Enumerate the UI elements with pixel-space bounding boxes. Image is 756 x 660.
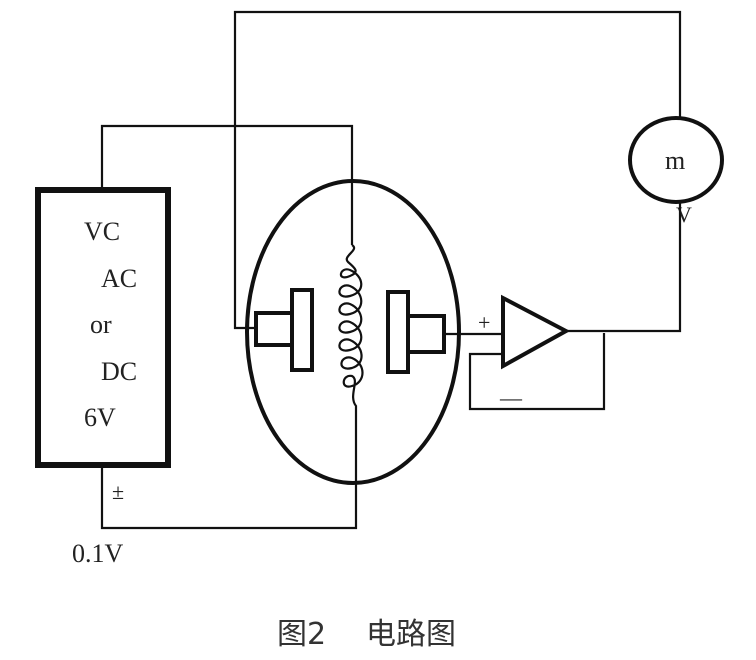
source-label-ac: AC bbox=[101, 264, 137, 293]
source-label-or: or bbox=[90, 310, 112, 339]
top-source-wire bbox=[100, 124, 354, 245]
plus-minus-symbol: ± bbox=[112, 479, 124, 504]
source-label-6v: 6V bbox=[84, 403, 116, 432]
bottom-source-wire bbox=[100, 425, 358, 530]
amplifier-minus-symbol: — bbox=[499, 385, 523, 410]
figure-number: 图2 bbox=[277, 617, 326, 652]
amplifier-feedback-wire bbox=[468, 333, 606, 411]
source-label-dc: DC bbox=[101, 357, 137, 386]
voltmeter-circle bbox=[628, 116, 724, 204]
figure-title: 电路图 bbox=[366, 617, 456, 652]
voltmeter-label: m bbox=[665, 146, 685, 175]
amplifier-plus-symbol: + bbox=[478, 310, 490, 335]
meter-return-wire bbox=[233, 10, 682, 330]
small-voltage-label: 0.1V bbox=[72, 539, 124, 568]
right-electrode-plate bbox=[386, 290, 410, 374]
left-electrode-stub bbox=[254, 311, 294, 347]
right-electrode-stub bbox=[406, 314, 446, 354]
oval-chamber bbox=[245, 179, 461, 485]
amplifier-output-wire bbox=[566, 203, 682, 333]
voltmeter-sub-label: V bbox=[676, 202, 692, 227]
amplifier-triangle bbox=[501, 294, 571, 370]
source-label-vc: VC bbox=[84, 217, 120, 246]
heating-coil bbox=[338, 244, 364, 425]
left-electrode-plate bbox=[290, 288, 314, 372]
